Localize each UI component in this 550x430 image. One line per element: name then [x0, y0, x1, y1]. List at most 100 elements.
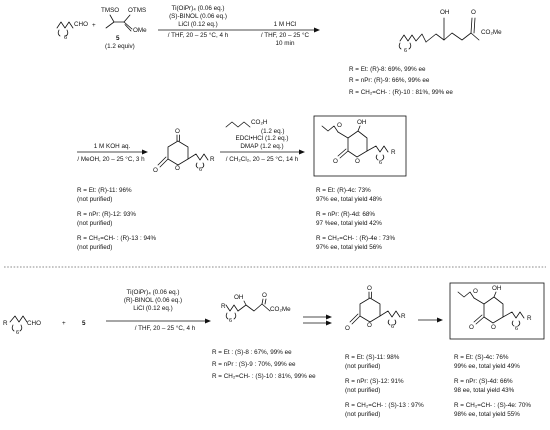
bottom-lactone-o-top: O [367, 285, 372, 292]
top-product-4c: R = Et: (R)-4c: 73% [316, 187, 371, 194]
bottom-hke-subscript: 6 [229, 318, 232, 324]
top-product-13-note: (not purified) [77, 244, 112, 251]
bottom-step1-arrowhead [205, 318, 211, 324]
top-product-10: R = CH₂=CH- : (R)-10 : 81%, 99% ee [349, 89, 453, 96]
bottom-reagent-2: (R)-BINOL (0.06 eq.) [124, 297, 182, 304]
bottom-conditions: / THF, 20 – 25 °C, 4 h [135, 324, 196, 332]
bottom-product-9: R = nPr : (S)-9 : 70%, 99% ee [212, 361, 296, 368]
bottom-final-r: R [527, 315, 532, 322]
bottom-step3-arrowhead [437, 317, 443, 323]
top-step1-reagent-2: (S)-BINOL (0.06 eq.) [169, 13, 227, 20]
top-final-subscript: 6 [379, 160, 382, 166]
bottom-hke-oh-label: OH [234, 294, 244, 301]
tms-label-1: TMSO [101, 7, 119, 14]
bottom-r-label: R [3, 320, 8, 327]
bottom-lactone-structure: O O O R 6 [345, 285, 406, 332]
top-final-r: R [391, 149, 396, 156]
top-product-4d-note: 97 %ee, total yield 42% [316, 220, 382, 227]
top-step2-reagent: 1 M KOH aq. [94, 143, 131, 150]
top-hke-oh-label: OH [440, 9, 450, 16]
bottom-product-8: R = Et : (S)-8 : 67%, 99% ee [212, 349, 292, 356]
bottom-product-4d: R = nPr: (S)-4d: 66% [454, 378, 513, 385]
bottom-hke-ester-label: CO₂Me [270, 306, 291, 313]
bottom-step2-arrowhead [326, 314, 332, 320]
tms-label-2: OTMS [128, 7, 146, 14]
top-acid-equiv: (1.2 eq.) [261, 128, 284, 135]
top-product-4d: R = nPr: (R)-4d: 68% [316, 211, 375, 218]
bottom-final-o-exo: O [469, 324, 474, 331]
bottom-product-4e-note: 98% ee, total yield 55% [454, 411, 520, 418]
top-product-8: R = Et: (R)-8: 69%, 99% ee [349, 66, 426, 73]
bottom-lactone-subscript: 6 [391, 324, 394, 330]
top-product-9: R = nPr: (R)-9: 66%, 99% ee [349, 77, 430, 84]
top-lactone-r: R [210, 156, 215, 163]
top-product-12-note: (not purified) [77, 220, 112, 227]
bottom-hydroxyketoester-structure: R 6 OH O CO₂Me [221, 292, 291, 324]
top-final-product-box [313, 115, 407, 177]
bottom-aldehyde-subscript: 6 [16, 330, 19, 336]
bottom-product-4c-note: 99% ee, total yield 49% [454, 363, 520, 370]
top-compound-5-equiv: (1.2 equiv) [105, 43, 135, 50]
bottom-final-o-label: O [473, 288, 478, 295]
top-lactone-structure: O O O R 6 [153, 128, 215, 174]
bottom-hke-r: R [221, 303, 226, 310]
bottom-reagent-1: Ti(OiPr)₄ (0.06 eq.) [126, 289, 179, 296]
top-step2-arrowhead [142, 149, 148, 155]
top-step1b-conditions-1: / THF, 20 – 25 °C [261, 31, 310, 39]
bottom-product-4c: R = Et: (S)-4c: 76% [454, 354, 509, 361]
top-product-4e: R = CH₂=CH- : (R)-4e : 73% [316, 235, 395, 242]
top-step3-arrowhead [299, 149, 305, 155]
top-aldehyde-subscript: 6 [64, 35, 67, 41]
bottom-aldehyde-structure: R CHO 6 [3, 315, 41, 336]
top-step2-conditions: / MeOH, 20 – 25 °C, 3 h [77, 155, 145, 163]
top-hydroxyketoester-structure: OH O 6 CO₂Me [398, 9, 502, 54]
bottom-reagent-3: LiCl (0.12 eq.) [133, 305, 173, 312]
bottom-product-4d-note: 98 ee, total yield 43% [454, 387, 515, 394]
bottom-product-12-note: (not purified) [345, 387, 380, 394]
top-plus-sign: + [92, 22, 96, 29]
bottom-final-subscript: 6 [515, 326, 518, 332]
top-hke-subscript: 6 [404, 48, 407, 54]
top-step1-conditions: / THF, 20 – 25 °C, 4 h [168, 31, 229, 39]
top-final-o-exo: O [333, 158, 338, 165]
top-step3-reagent-2: DMAP (1.2 eq.) [240, 143, 283, 150]
top-final-product-structure: O OH O O R 6 [321, 119, 396, 166]
bottom-product-11-note: (not purified) [345, 363, 380, 370]
top-step3-conditions: / CH₂Cl₂, 20 – 25 °C, 14 h [226, 155, 299, 163]
bottom-final-product-structure: O OH O O R 6 [457, 285, 532, 332]
top-product-4c-note: 97% ee, total yield 48% [316, 196, 382, 203]
top-step1b-reagent: 1 M HCl [274, 21, 297, 28]
top-lactone-o-exo: O [153, 167, 158, 174]
top-product-12: R = nPr: (R)-12: 93% [77, 211, 136, 218]
top-final-o-ring: O [355, 158, 360, 165]
top-lactone-o-top: O [175, 128, 180, 135]
bottom-aldehyde-label: CHO [27, 320, 41, 327]
top-compound-5-label: 5 [116, 35, 120, 42]
bottom-lactone-o-ring: O [367, 322, 372, 329]
top-step1-arrowhead [314, 27, 320, 33]
bottom-compound-5-label: 5 [82, 320, 86, 327]
top-step3-reagent-1: EDCI•HCl (1.2 eq.) [236, 135, 289, 142]
bottom-final-o-ring: O [491, 324, 496, 331]
top-final-oh-label: OH [357, 119, 367, 126]
ome-label: OMe [133, 27, 147, 34]
bottom-lactone-o-exo: O [345, 325, 350, 332]
top-step1-reagent-3: LiCl (0.12 eq.) [178, 21, 218, 28]
bottom-final-oh-label: OH [492, 285, 502, 292]
bottom-product-12: R = nPr: (S)-12: 91% [345, 378, 404, 385]
top-acid-structure: CO₂H [225, 119, 268, 128]
top-dienol-ether-structure: TMSO OTMS OMe 5 (1.2 equiv) [101, 7, 147, 50]
bottom-product-4e: R = CH₂=CH- : (S)-4e: 70% [454, 402, 531, 409]
bottom-plus-sign: + [62, 320, 66, 327]
top-aldehyde-structure: CHO 6 [56, 21, 88, 41]
top-product-11: R = Et: (R)-11: 96% [77, 187, 132, 194]
bottom-product-11: R = Et: (S)-11: 98% [345, 354, 400, 361]
bottom-hke-o-label: O [262, 292, 267, 299]
top-hke-o-label: O [471, 9, 476, 16]
top-product-11-note: (not purified) [77, 196, 112, 203]
bottom-final-product-box [449, 282, 545, 340]
top-lactone-subscript: 6 [199, 167, 202, 173]
top-step1-reagent-1: Ti(OiPr)₄ (0.06 eq.) [171, 5, 224, 12]
bottom-lactone-r: R [401, 313, 406, 320]
